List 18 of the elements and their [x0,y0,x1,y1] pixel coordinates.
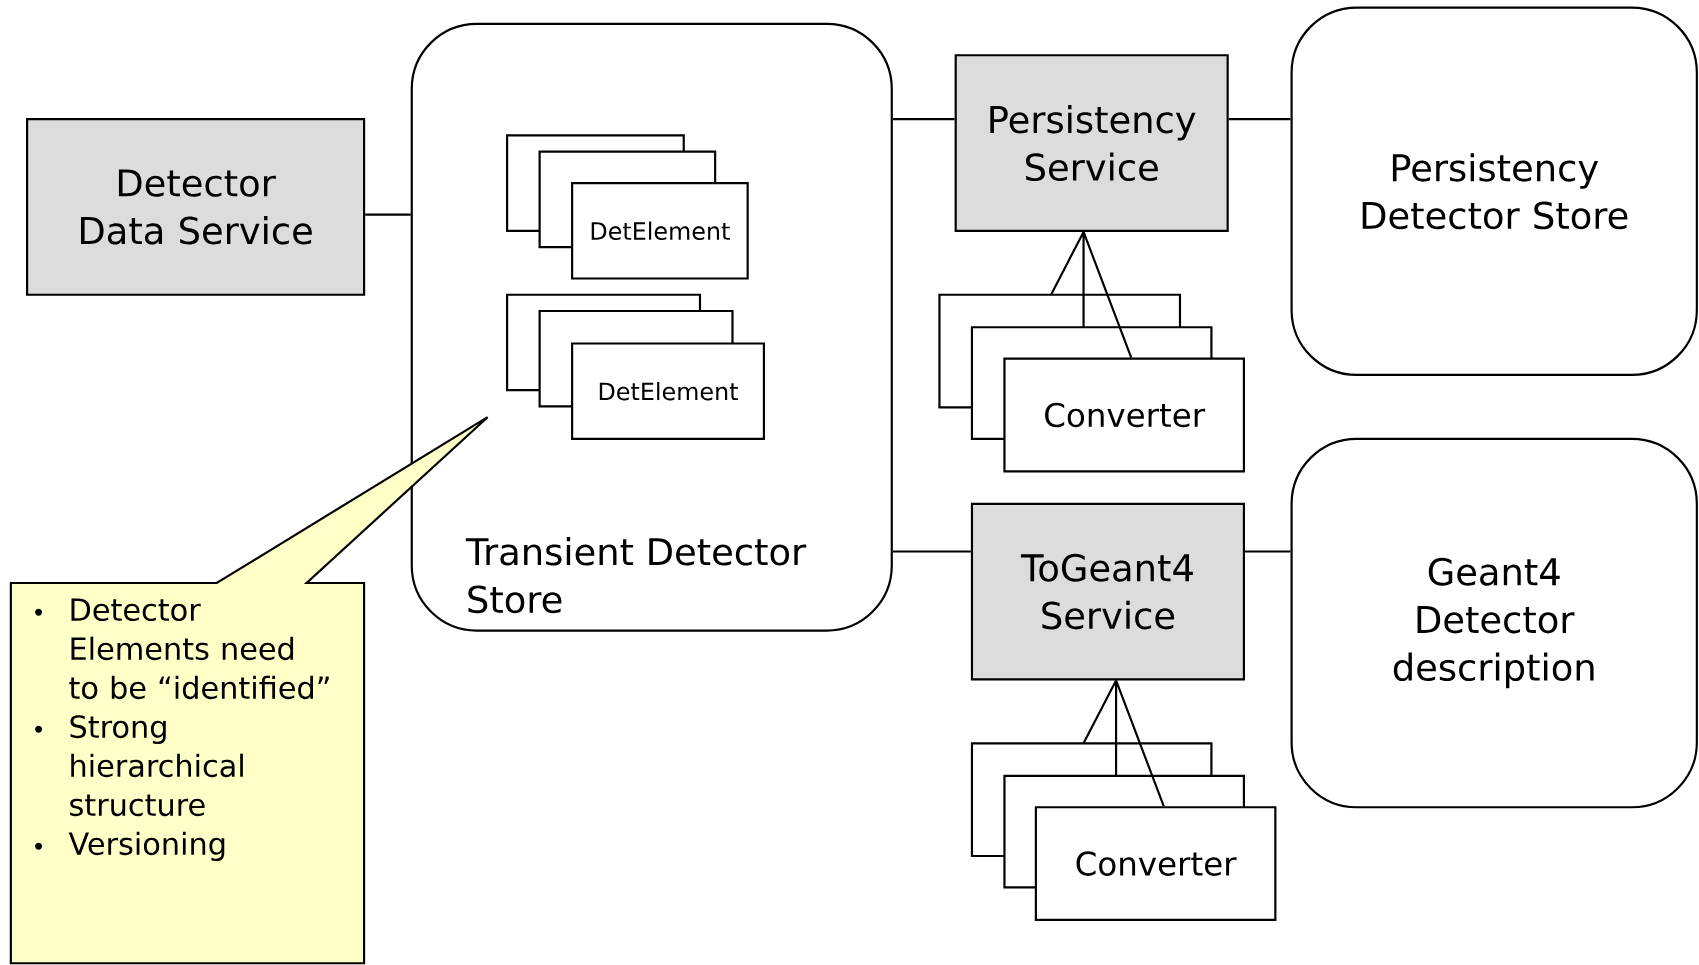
branching-connector [1049,230,1133,359]
element-stack: DetElement [506,293,765,440]
store-box: Persistency Detector Store [1290,6,1698,376]
connector-line [892,117,955,121]
description-box: Geant4 Detector description [1290,437,1698,809]
service-box: Persistency Service [954,53,1229,232]
connector-line [1228,117,1291,121]
service-box: Detector Data Service [26,117,366,296]
node-label: Converter [1045,402,1206,428]
connector-line [892,550,971,553]
converter-stack: Converter [938,293,1245,473]
connector-line [365,213,411,216]
connector-line [1245,550,1291,553]
converter-stack: Converter [970,742,1277,921]
service-box: ToGeant4 Service [970,502,1245,681]
node-label: Converter [1076,851,1237,876]
branching-connector [1082,679,1165,808]
element-stack: DetElement [506,134,749,280]
